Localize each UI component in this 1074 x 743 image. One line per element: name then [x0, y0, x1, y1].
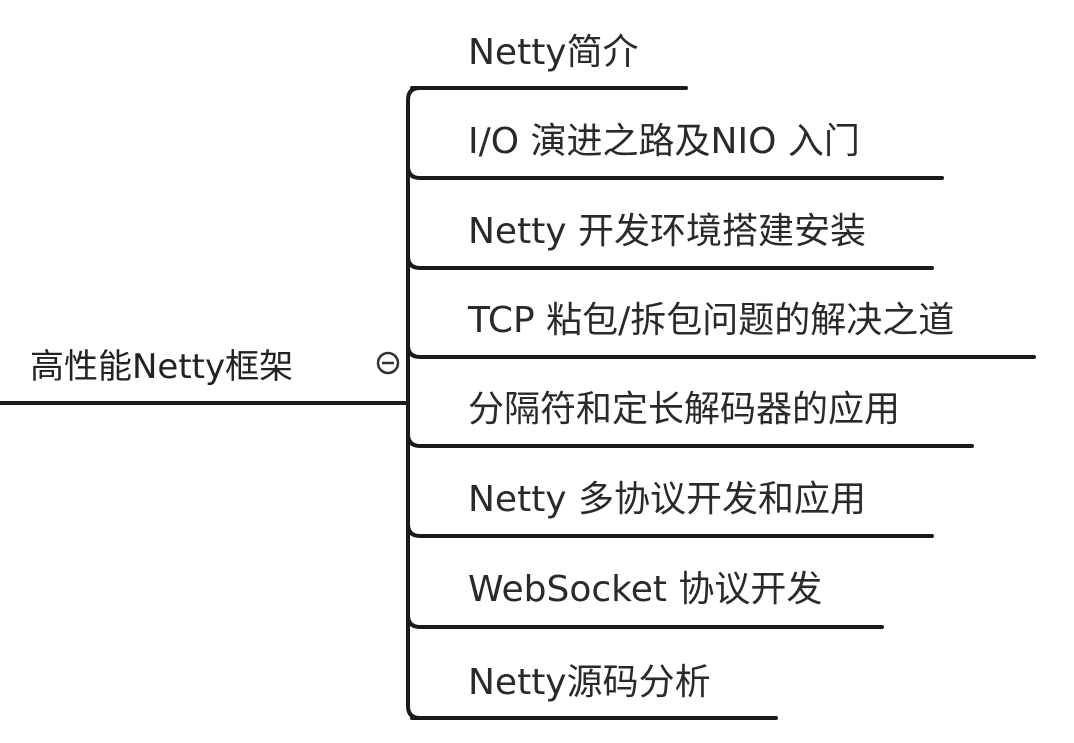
branch-underline: [406, 432, 974, 448]
branch-node-1[interactable]: Netty简介: [410, 32, 688, 90]
branch-label: Netty 开发环境搭建安装: [468, 211, 866, 252]
branch-node-4[interactable]: TCP 粘包/拆包问题的解决之道: [406, 300, 1036, 359]
branch-node-7[interactable]: WebSocket 协议开发: [406, 569, 884, 629]
branch-label: 分隔符和定长解码器的应用: [468, 389, 900, 430]
branch-label: Netty简介: [468, 32, 639, 73]
collapse-minus-icon[interactable]: [376, 351, 400, 375]
branch-label: Netty 多协议开发和应用: [468, 479, 866, 520]
branch-underline: [406, 613, 884, 629]
branch-label: Netty源码分析: [468, 662, 711, 703]
branch-node-3[interactable]: Netty 开发环境搭建安装: [406, 211, 934, 270]
root-node-label[interactable]: 高性能Netty框架: [30, 347, 293, 387]
branch-node-5[interactable]: 分隔符和定长解码器的应用: [406, 389, 974, 448]
branch-label: TCP 粘包/拆包问题的解决之道: [467, 300, 954, 341]
branch-underline: [406, 522, 934, 538]
branch-node-8[interactable]: Netty源码分析: [410, 662, 778, 720]
branch-underline: [406, 343, 1036, 359]
branch-underline: [406, 164, 944, 180]
branch-node-2[interactable]: I/O 演进之路及NIO 入门: [406, 121, 944, 180]
branch-underline: [406, 254, 934, 270]
branch-node-6[interactable]: Netty 多协议开发和应用: [406, 479, 934, 538]
branch-label: WebSocket 协议开发: [468, 569, 822, 610]
branch-label: I/O 演进之路及NIO 入门: [468, 121, 860, 162]
